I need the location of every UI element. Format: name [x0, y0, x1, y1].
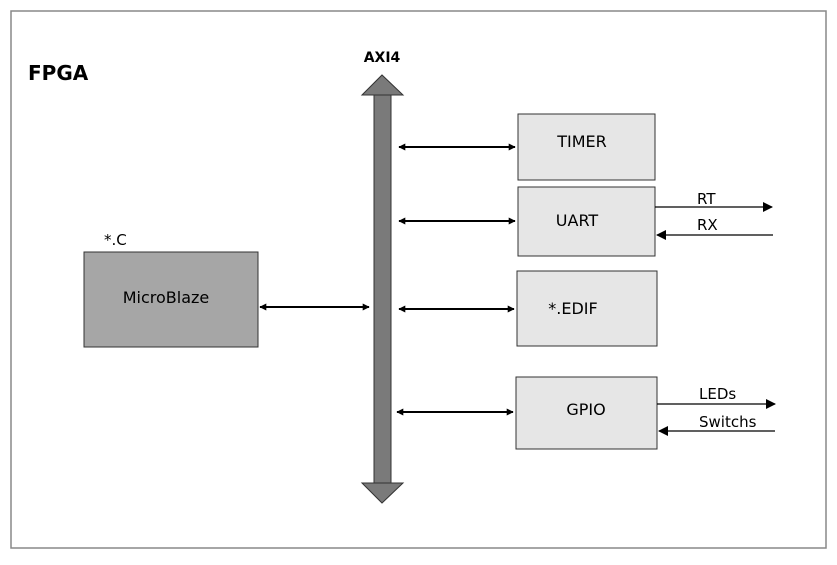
gpio-switchs-label: Switchs: [699, 413, 757, 431]
uart-rt-label: RT: [697, 190, 716, 208]
uart-label: UART: [556, 211, 599, 230]
edif-block: [516, 270, 658, 347]
fpga-label: FPGA: [28, 61, 89, 85]
axi4-bus: [360, 74, 405, 504]
bus-arrow-bottom: [360, 482, 405, 504]
bus-label: AXI4: [364, 50, 401, 66]
uart-block: [517, 186, 656, 257]
processor-source-label: *.C: [104, 231, 127, 249]
gpio-leds-label: LEDs: [699, 385, 736, 403]
timer-block: [517, 113, 656, 181]
gpio-label: GPIO: [566, 400, 605, 419]
gpio-block: [515, 376, 658, 450]
uart-rx-label: RX: [697, 216, 718, 234]
timer-label: TIMER: [556, 132, 607, 151]
bus-arrow-top: [360, 74, 405, 96]
microblaze-block: [83, 251, 259, 348]
microblaze-label: MicroBlaze: [123, 288, 210, 307]
edif-label: *.EDIF: [548, 299, 597, 318]
